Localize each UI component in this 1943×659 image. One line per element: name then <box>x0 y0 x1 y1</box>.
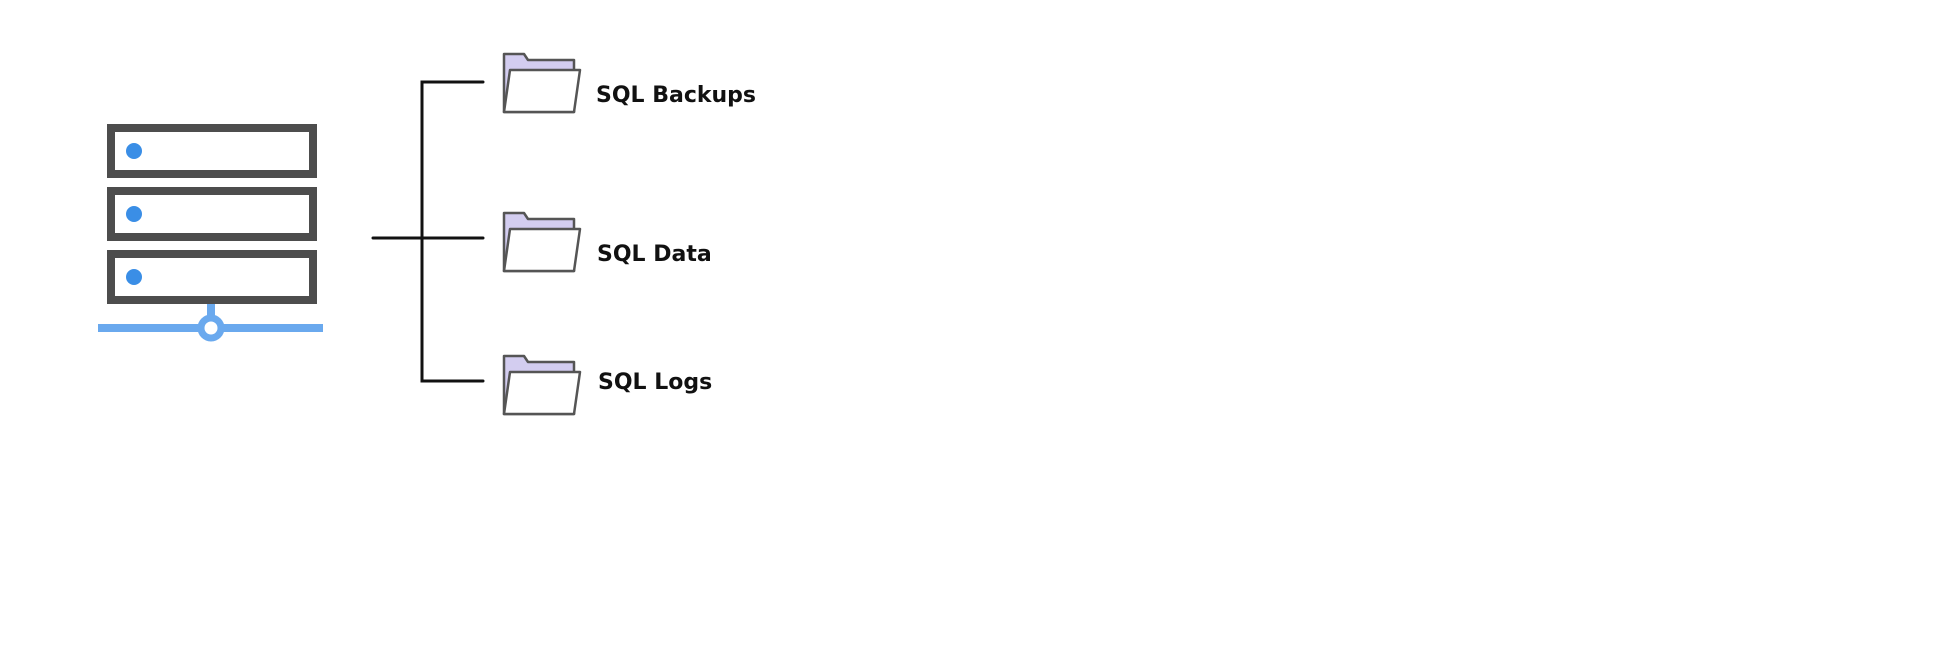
server-rack-icon <box>98 124 323 342</box>
folder-label-sql-data: SQL Data <box>597 242 712 267</box>
folder-label-sql-logs: SQL Logs <box>598 370 713 395</box>
server-unit <box>107 187 317 241</box>
server-led-icon <box>126 206 142 222</box>
tree-connector <box>371 80 485 383</box>
server-unit <box>107 250 317 304</box>
server-unit <box>107 124 317 178</box>
folder-label-sql-backups: SQL Backups <box>596 83 757 108</box>
folder-icon <box>502 211 582 273</box>
folder-icon <box>502 52 582 114</box>
network-connector-icon <box>98 304 323 342</box>
server-led-icon <box>126 143 142 159</box>
folder-icon <box>502 354 582 416</box>
server-led-icon <box>126 269 142 285</box>
